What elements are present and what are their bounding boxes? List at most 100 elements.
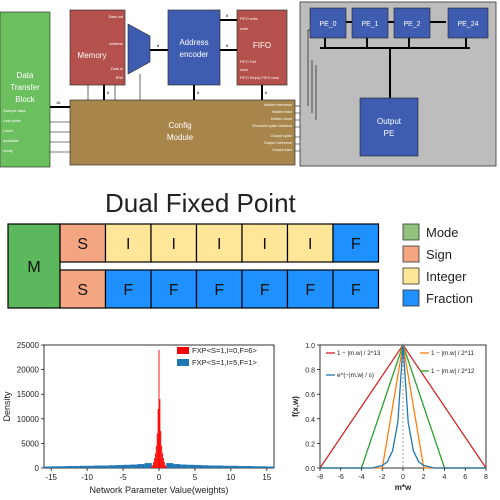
bus-width: 8 (107, 90, 110, 95)
hist-bar-red (160, 431, 162, 468)
bit-cell-label: I (126, 236, 130, 253)
hist-legend-swatch (177, 359, 189, 366)
y-tick-label: 0.8 (305, 368, 315, 375)
x-tick-label: 10 (226, 473, 235, 482)
x-tick-label: -5 (120, 473, 128, 482)
hist-bar-blue (230, 465, 239, 468)
hist-bar-blue (58, 466, 66, 468)
bit-cell-label: S (77, 236, 88, 253)
hist-bar-blue (252, 466, 260, 468)
legend-swatch (402, 267, 420, 285)
hist-bar-red (161, 445, 163, 468)
config-port: Output spike (271, 134, 292, 138)
config-port: Output inference (264, 141, 292, 145)
memory-block (69, 9, 126, 86)
bit-cell (104, 223, 152, 263)
hist-bar-red (162, 453, 164, 468)
hist-bar-red (164, 465, 166, 468)
hist-bar-blue (101, 465, 109, 468)
hist-bar-blue (238, 466, 246, 468)
dt-port: Sample data (3, 108, 26, 113)
bit-cell (195, 223, 243, 263)
x-tick-label: 4 (443, 474, 447, 481)
hist-bar-red (151, 466, 153, 468)
hist-bar-red (163, 462, 165, 468)
hist-bar-blue (166, 463, 174, 468)
x-tick-label: -15 (45, 473, 57, 482)
hist-bar-blue (123, 464, 131, 468)
memory-port: R/W (116, 76, 124, 80)
bit-cell (286, 223, 334, 263)
bit-cell (241, 223, 289, 263)
hist-bar-blue (130, 464, 138, 468)
curve-blue (320, 344, 486, 469)
hist-legend-swatch (177, 347, 189, 354)
bit-cell-label: I (172, 236, 176, 253)
hist-bar-blue (173, 464, 181, 468)
bit-cell-label: S (77, 282, 88, 299)
pe-units: PE_0 PE_1 PE_2 PE_24 (309, 7, 489, 39)
bit-cell (150, 269, 198, 309)
data-transfer-block (0, 11, 51, 168)
bit-cell-label: F (214, 282, 224, 299)
bit-cell (104, 269, 152, 309)
fifo-block (236, 9, 288, 86)
y-tick-label: 0 (35, 464, 40, 473)
hist-bar-red (159, 399, 161, 468)
y-tick-label: 0.2 (305, 441, 315, 448)
bit-cell (195, 269, 243, 309)
bit-cell (59, 269, 107, 309)
config-port: hidden done (271, 117, 292, 121)
x-tick-label: 6 (463, 474, 467, 481)
bit-cell-label: F (260, 282, 270, 299)
fifo-port: write (240, 27, 248, 31)
hist-bar-blue (180, 464, 188, 468)
data-transfer-label-3: Block (15, 95, 36, 104)
bit-cell (150, 223, 198, 263)
memory-title: Memory (78, 51, 107, 60)
address-encoder-label-2: encoder (180, 50, 209, 59)
fifo-port: FIFO Empty FIFO read (240, 76, 279, 80)
y-axis-label: f(x,w) (291, 396, 300, 417)
address-encoder (167, 9, 221, 86)
hist-bar-blue (223, 465, 231, 468)
bit-cell-label: I (308, 236, 312, 253)
hist-bar-blue (202, 465, 210, 468)
data-transfer-label-1: Data (17, 71, 34, 80)
bus-width: 8 (226, 13, 229, 18)
config-port: hidden train (272, 110, 292, 114)
pe-label: PE_0 (319, 21, 336, 28)
dt-ports: Sample data Last spike Label available r… (3, 108, 26, 153)
hist-bar-blue (137, 464, 145, 468)
hist-bar-blue (65, 466, 73, 468)
fifo-port: read (240, 68, 248, 72)
pe-buses (320, 21, 470, 98)
y-tick-label: 0.6 (305, 392, 315, 399)
config-port: Output train (272, 148, 292, 152)
pe-unit (393, 7, 431, 39)
hist-bar-red (153, 462, 155, 468)
y-tick-label: 0.4 (305, 417, 315, 424)
x-tick-label: 5 (193, 473, 198, 482)
data-transfer-label-2: Transfer (10, 83, 40, 92)
bus-width: 8 (197, 90, 200, 95)
legend-swatch (402, 289, 420, 307)
x-tick-label: 8 (484, 474, 488, 481)
bus-width: 8 (226, 43, 229, 48)
memory-ports: Address Data in R/W Data out (109, 15, 124, 80)
bus-width: 16 (56, 100, 61, 105)
bus-width: 8 (265, 90, 268, 95)
hist-bar-red (157, 408, 159, 468)
bus-width: 8 (157, 43, 160, 48)
x-tick-label: 2 (422, 474, 426, 481)
hist-bar-red (156, 433, 158, 468)
x-axis-label: m*w (395, 483, 412, 492)
hist-bar-blue (108, 465, 116, 468)
y-tick-label: 20000 (17, 366, 40, 375)
hist-bar-blue (79, 465, 88, 468)
block-diagram: Data Transfer Block Sample data Last spi… (0, 1, 497, 168)
